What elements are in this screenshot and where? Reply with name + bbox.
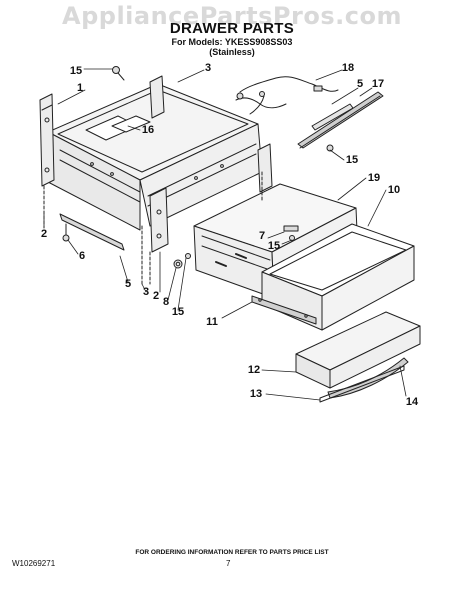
callout-18: 18: [341, 62, 355, 74]
models-line: For Models: YKESS908SS03: [171, 37, 293, 47]
callout-14: 14: [405, 396, 419, 408]
callout-15-clip: 15: [267, 240, 281, 252]
callout-2-left: 2: [40, 228, 48, 240]
bumper: [173, 253, 191, 269]
callout-5-left: 5: [124, 278, 132, 290]
variant-line: (Stainless): [209, 47, 255, 57]
front-bracket: [149, 187, 169, 253]
drawer-handle: [327, 357, 409, 399]
callout-13: 13: [249, 388, 263, 400]
side-rail: [297, 91, 384, 152]
callout-15-bottom: 15: [171, 306, 185, 318]
page-title: DRAWER PARTS: [169, 20, 295, 37]
drawer-frame: [47, 83, 263, 231]
document-id: W10269271: [12, 559, 56, 568]
callout-17: 17: [371, 78, 385, 90]
page-number: 7: [226, 559, 231, 568]
callout-12: 12: [247, 364, 261, 376]
callout-8: 8: [162, 296, 170, 308]
left-slide-rail: [59, 213, 125, 251]
callout-5-right: 5: [356, 78, 364, 90]
callout-19: 19: [367, 172, 381, 184]
callout-11: 11: [206, 316, 218, 328]
callout-6: 6: [78, 250, 86, 262]
callout-2-bottom: 2: [152, 290, 160, 302]
clip: [283, 225, 299, 241]
ordering-note: FOR ORDERING INFORMATION REFER TO PARTS …: [135, 549, 329, 556]
leader-lines: [43, 68, 407, 401]
wire-harness: [235, 76, 339, 115]
left-bracket: [39, 93, 55, 187]
callout-15-rail: 15: [345, 154, 359, 166]
watermark: AppliancePartsPros.com: [62, 2, 402, 30]
callout-10: 10: [387, 184, 401, 196]
callout-15-top: 15: [69, 65, 83, 77]
screw-top-left: [112, 66, 125, 81]
drawer-glide: [251, 295, 317, 325]
callout-3-top: 3: [204, 62, 212, 74]
callout-1: 1: [76, 82, 84, 94]
callout-7: 7: [258, 230, 266, 242]
callout-16: 16: [141, 124, 155, 136]
drawer-lower-panel: [319, 365, 405, 403]
callout-3-bottom: 3: [142, 286, 150, 298]
drawer-front-panel: [295, 311, 421, 389]
